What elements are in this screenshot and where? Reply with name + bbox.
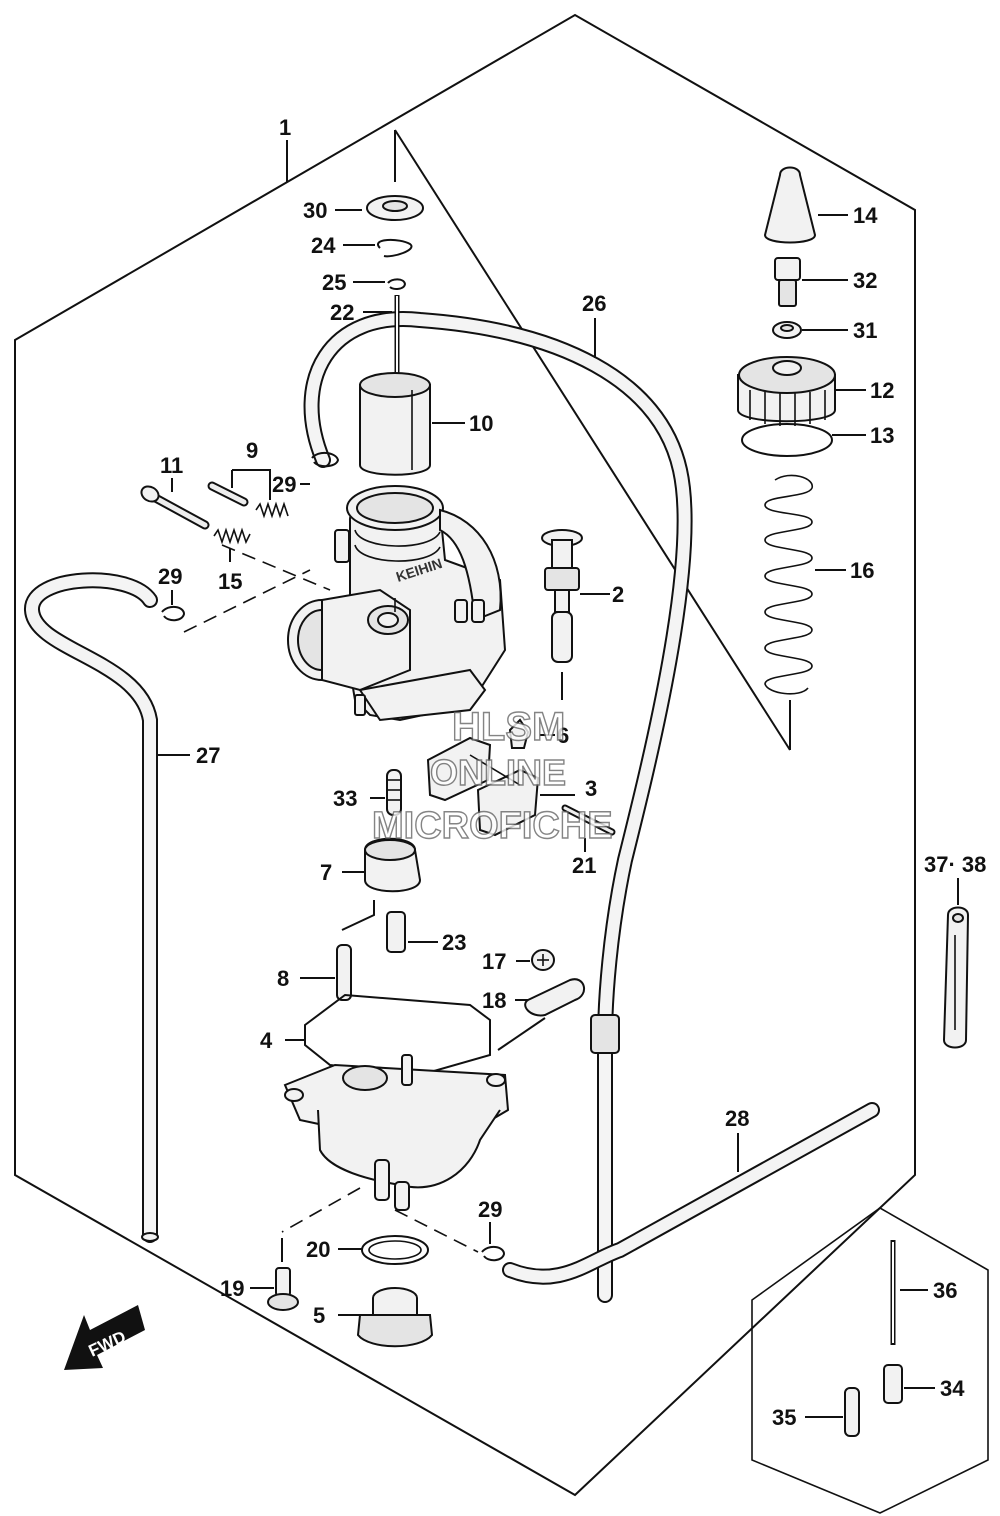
callout-28: 28	[725, 1106, 749, 1131]
callout-1: 1	[279, 115, 291, 140]
float-chamber	[283, 1054, 510, 1211]
callout-22: 22	[330, 300, 354, 325]
slow-jet-34	[883, 1364, 903, 1404]
callout-33: 33	[333, 786, 357, 811]
callout-29-bottom: 29	[478, 1197, 502, 1222]
callout-19: 19	[220, 1276, 244, 1301]
throttle-valve-10	[359, 372, 431, 476]
cap-gasket-13	[741, 423, 833, 457]
callout-labels: 1 2 3 4 5 6 7 8 9 10 11 12 13 14 15 16 1…	[158, 115, 986, 1430]
callout-20: 20	[306, 1237, 330, 1262]
hose-clip-29-bottom	[481, 1246, 506, 1262]
watermark-line-2: ONLINE	[430, 752, 566, 793]
float-chamber-gasket-4	[304, 993, 491, 1077]
callout-30: 30	[303, 198, 327, 223]
callout-17: 17	[482, 949, 506, 974]
needle-clip-24	[377, 238, 413, 258]
callout-26: 26	[582, 291, 606, 316]
callout-4: 4	[260, 1028, 273, 1053]
callout-34: 34	[940, 1376, 965, 1401]
callout-2: 2	[612, 582, 624, 607]
callout-23: 23	[442, 930, 466, 955]
air-screw-9	[207, 481, 249, 507]
callout-13: 13	[870, 423, 894, 448]
callout-37-38: 37· 38	[924, 852, 986, 877]
assembly-boundary	[14, 13, 916, 1497]
callout-16: 16	[850, 558, 874, 583]
fwd-arrow-icon: FWD	[64, 1305, 145, 1370]
callout-11: 11	[160, 453, 183, 478]
slow-jet-23	[386, 911, 406, 953]
callout-9: 9	[246, 438, 258, 463]
overflow-hose-27	[24, 572, 159, 1243]
float-pin-6	[508, 718, 530, 749]
callout-24: 24	[311, 233, 336, 258]
needle-jet-33	[386, 769, 402, 816]
callout-36: 36	[933, 1278, 957, 1303]
callout-6: 6	[557, 723, 569, 748]
callout-31: 31	[853, 318, 877, 343]
seal-washer-30	[366, 195, 424, 221]
watermark: HLSM ONLINE MICROFICHE	[371, 704, 613, 847]
callout-12: 12	[870, 378, 894, 403]
watermark-line-1: HLSM	[452, 705, 565, 749]
cable-strap-37-38	[942, 906, 970, 1049]
callout-35: 35	[772, 1405, 796, 1430]
bolt-19	[267, 1267, 299, 1311]
throttle-stop-screw-11	[140, 485, 210, 530]
top-cap-12	[737, 356, 836, 426]
callout-15: 15	[218, 569, 242, 594]
cable-cap-14	[763, 166, 817, 244]
screw-17	[531, 949, 555, 971]
callout-7: 7	[320, 860, 332, 885]
nut-31	[772, 321, 802, 339]
callout-3: 3	[585, 776, 597, 801]
watermark-line-3: MICROFICHE	[372, 805, 613, 847]
float-3	[426, 736, 540, 837]
callout-25: 25	[322, 270, 346, 295]
callout-8: 8	[277, 966, 289, 991]
cable-adjuster-32	[774, 257, 801, 307]
callout-10: 10	[469, 411, 493, 436]
callout-29-left: 29	[158, 564, 182, 589]
sub-kit-boundary	[751, 1207, 989, 1514]
hose-clip-29-left	[161, 606, 186, 622]
carburetor-body: KEIHIN	[287, 485, 507, 722]
main-jet-8	[336, 944, 352, 1001]
callout-18: 18	[482, 988, 506, 1013]
starter-plunger-2	[541, 529, 583, 663]
throttle-screw-spring-15	[213, 527, 251, 545]
callout-29-top: 29	[272, 472, 296, 497]
e-clip-25	[387, 278, 407, 290]
callout-21: 21	[572, 853, 596, 878]
callout-leaders	[158, 209, 959, 1418]
vent-hose-26	[303, 311, 693, 1303]
callout-27: 27	[196, 743, 220, 768]
callout-32: 32	[853, 268, 877, 293]
main-jet-35	[844, 1387, 860, 1437]
plate-18	[524, 978, 585, 1017]
drain-plug-5	[356, 1287, 434, 1348]
callout-14: 14	[853, 203, 878, 228]
callout-5: 5	[313, 1303, 325, 1328]
needle-jet-holder-7	[364, 837, 422, 893]
drain-hose-28	[502, 1102, 880, 1285]
air-screw-spring	[255, 501, 289, 519]
hose-clip-29-top	[311, 452, 340, 468]
throttle-spring-16	[764, 474, 813, 695]
